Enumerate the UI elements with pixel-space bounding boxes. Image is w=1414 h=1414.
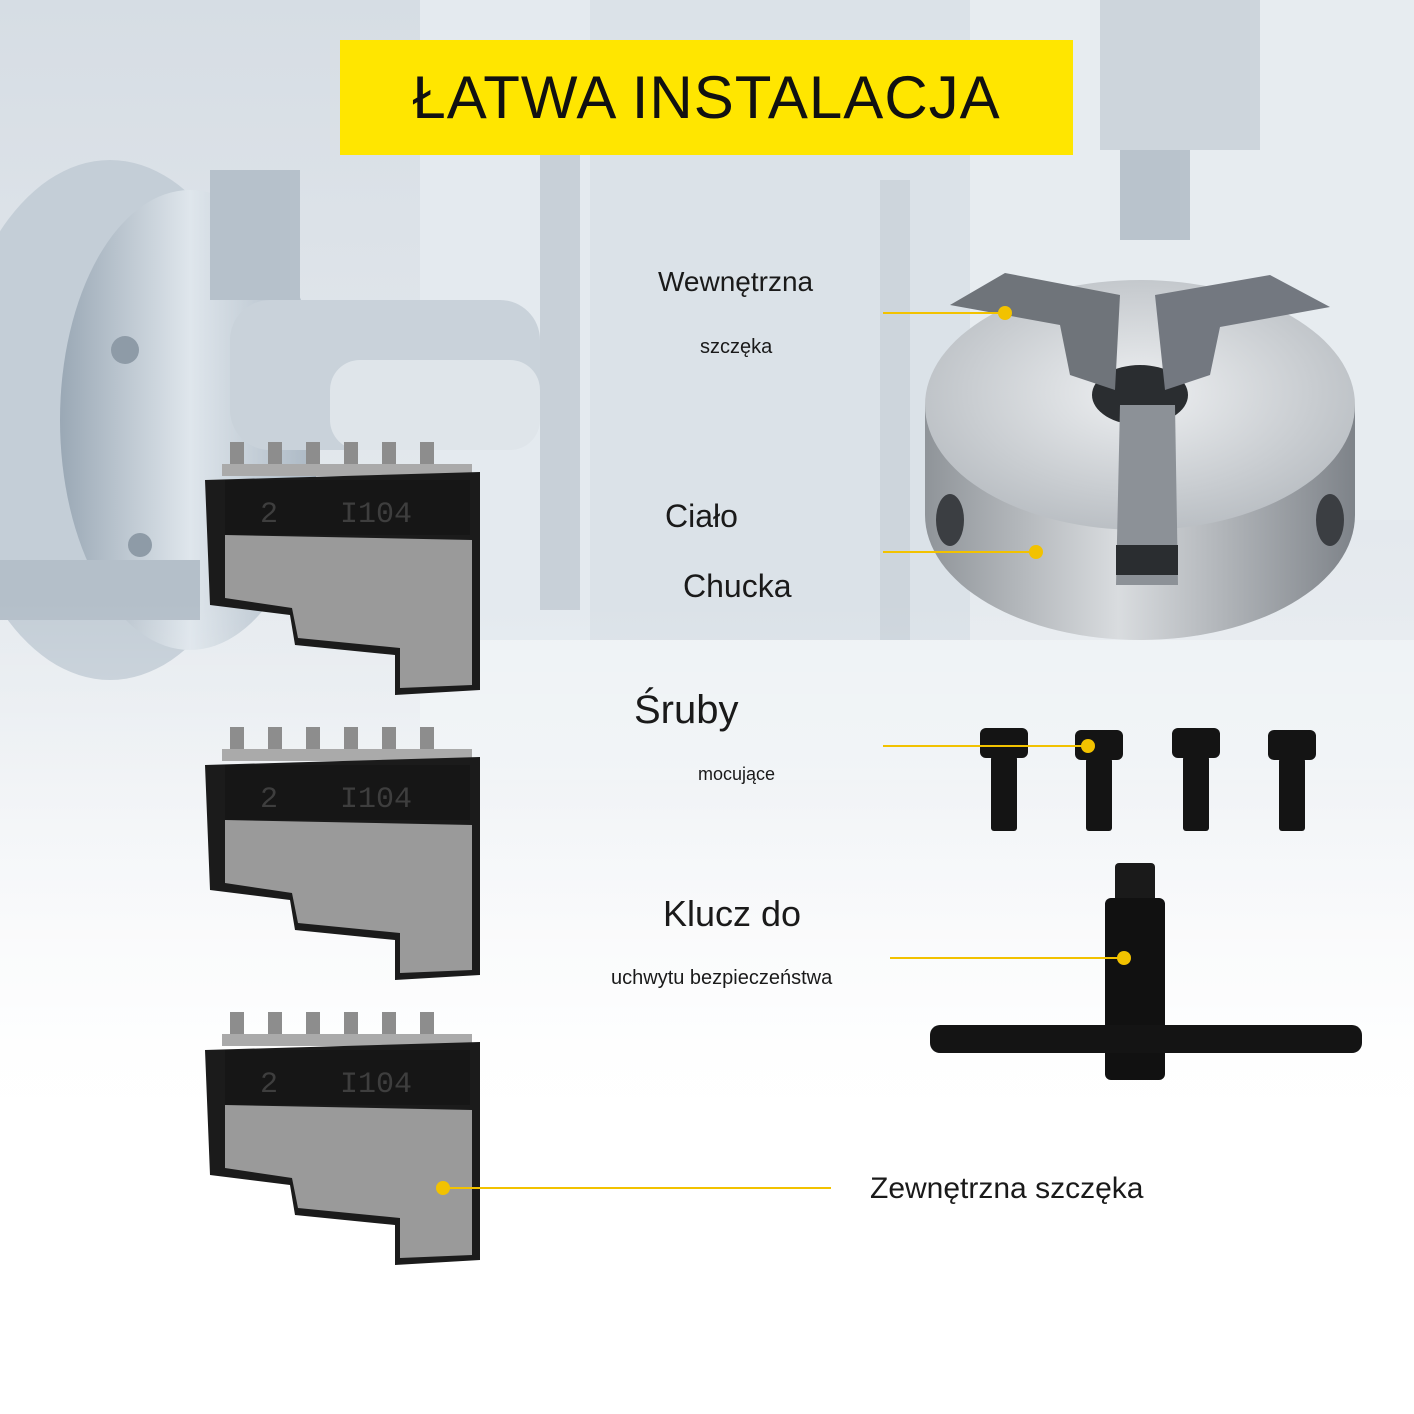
chuck-key-image <box>930 863 1362 1080</box>
jaw-marking-number-3: 2 <box>260 1068 278 1102</box>
jaw-marking-code-2: I104 <box>340 783 412 817</box>
jaw-image-3: 2 I104 <box>205 1012 480 1265</box>
label-inner-jaw-line2: szczęka <box>700 336 773 358</box>
jaw-marking-number-1: 2 <box>260 498 278 532</box>
leader-dot-body <box>1029 545 1043 559</box>
label-key-line1: Klucz do <box>663 893 802 934</box>
leader-dot-inner-jaw <box>998 306 1012 320</box>
jaw-image-1: 2 I104 <box>205 442 480 695</box>
leader-dot-screws <box>1081 739 1095 753</box>
leader-line-body <box>883 551 1036 553</box>
screws-image <box>980 728 1220 831</box>
label-inner-jaw-line1: Wewnętrzna <box>658 266 814 297</box>
jaw-marking-code-3: I104 <box>340 1068 412 1102</box>
label-body-line1: Ciało <box>665 498 738 534</box>
label-screws-line2: mocujące <box>698 764 776 784</box>
leader-dot-outer-jaw <box>436 1181 450 1195</box>
chuck-image <box>925 273 1355 640</box>
title-banner: ŁATWA INSTALACJA <box>340 40 1073 155</box>
label-key-line2: uchwytu bezpieczeństwa <box>611 967 833 989</box>
leader-line-inner-jaw <box>883 312 1005 314</box>
jaw-marking-code-1: I104 <box>340 498 412 532</box>
label-screws-line1: Śruby <box>634 688 739 732</box>
jaw-image-2: 2 I104 <box>205 727 480 980</box>
leader-line-screws <box>883 745 1088 747</box>
screw-image-4 <box>1268 730 1316 831</box>
leader-line-key <box>890 957 1124 959</box>
leader-dot-key <box>1117 951 1131 965</box>
jaw-marking-number-2: 2 <box>260 783 278 817</box>
label-body-line2: Chucka <box>683 568 792 604</box>
leader-line-outer-jaw <box>443 1187 831 1189</box>
banner-title: ŁATWA INSTALACJA <box>412 64 1001 131</box>
label-outer-jaw: Zewnętrzna szczęka <box>870 1172 1144 1205</box>
